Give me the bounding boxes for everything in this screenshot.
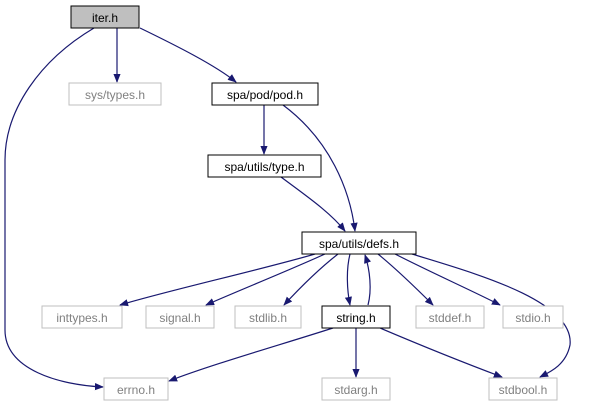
- node-box-type: [207, 154, 322, 178]
- edge-defs-to-signal: [205, 253, 326, 306]
- edge-defs-to-stdlib: [283, 253, 339, 306]
- node-box-string: [321, 305, 391, 329]
- node-pod[interactable]: spa/pod/pod.h: [211, 82, 319, 106]
- edge-type-to-defs: [280, 176, 346, 232]
- node-box-systypes: [68, 82, 162, 106]
- node-errno: errno.h: [103, 377, 169, 401]
- edge-string-to-stdbool: [379, 327, 503, 378]
- node-label-stddef: stddef.h: [429, 311, 472, 325]
- node-label-inttypes: inttypes.h: [56, 311, 107, 325]
- node-box-defs: [301, 231, 417, 255]
- node-label-string: string.h: [336, 311, 375, 325]
- node-box-pod: [211, 82, 319, 106]
- node-label-signal: signal.h: [159, 311, 200, 325]
- edge-defs-to-stdio: [394, 253, 501, 306]
- edge-string-to-errno: [168, 327, 334, 382]
- edge-defs-to-inttypes: [119, 253, 316, 307]
- node-string[interactable]: string.h: [321, 305, 391, 329]
- node-type[interactable]: spa/utils/type.h: [207, 154, 322, 178]
- node-box-errno: [103, 377, 169, 401]
- node-box-stdlib: [234, 305, 302, 329]
- node-box-iter: [70, 5, 140, 29]
- node-label-stdio: stdio.h: [515, 311, 550, 325]
- node-stdio: stdio.h: [502, 305, 564, 329]
- node-signal: signal.h: [145, 305, 215, 329]
- node-label-systypes: sys/types.h: [85, 88, 145, 102]
- node-box-inttypes: [41, 305, 123, 329]
- node-label-pod: spa/pod/pod.h: [227, 88, 303, 102]
- edge-pod-to-defs: [282, 104, 358, 232]
- node-stdbool: stdbool.h: [488, 377, 558, 401]
- edge-iter-to-pod: [139, 27, 237, 83]
- node-label-stdlib: stdlib.h: [249, 311, 287, 325]
- node-box-stdarg: [321, 377, 391, 401]
- edge-defs-to-string: [344, 253, 352, 306]
- edges-layer: [4, 27, 571, 391]
- node-defs[interactable]: spa/utils/defs.h: [301, 231, 417, 255]
- node-label-defs: spa/utils/defs.h: [319, 237, 399, 251]
- node-box-stdio: [502, 305, 564, 329]
- node-label-stdarg: stdarg.h: [334, 383, 377, 397]
- edge-iter-to-errno: [4, 27, 104, 391]
- node-label-iter: iter.h: [92, 11, 118, 25]
- node-label-stdbool: stdbool.h: [499, 383, 548, 397]
- node-stddef: stddef.h: [415, 305, 485, 329]
- node-inttypes: inttypes.h: [41, 305, 123, 329]
- edge-string-to-defs: [364, 254, 371, 306]
- node-box-stddef: [415, 305, 485, 329]
- node-label-type: spa/utils/type.h: [224, 160, 304, 174]
- node-box-signal: [145, 305, 215, 329]
- node-box-stdbool: [488, 377, 558, 401]
- edge-defs-to-stddef: [377, 253, 434, 306]
- edge-defs-to-stdbool: [411, 253, 571, 378]
- node-stdlib: stdlib.h: [234, 305, 302, 329]
- node-stdarg: stdarg.h: [321, 377, 391, 401]
- node-systypes: sys/types.h: [68, 82, 162, 106]
- node-label-errno: errno.h: [117, 383, 155, 397]
- node-iter[interactable]: iter.h: [70, 5, 140, 29]
- nodes-layer: iter.h sys/types.h spa/pod/pod.h spa/utils/…: [41, 5, 564, 401]
